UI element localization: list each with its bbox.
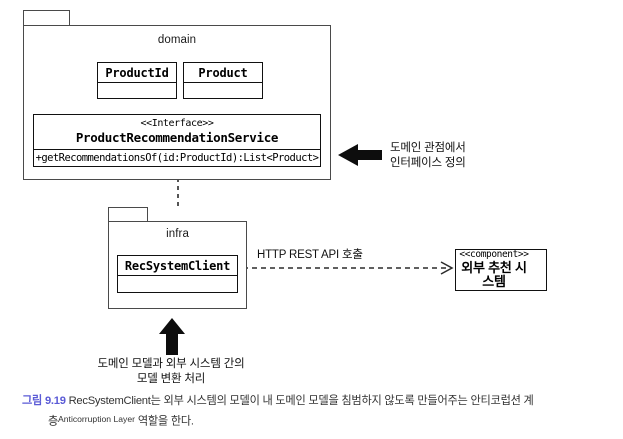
class-attributes-recsystemclient (118, 276, 237, 292)
class-name-product: Product (184, 63, 262, 83)
annotation-interface-line1: 도메인 관점에서 (390, 142, 466, 154)
infra-package-title: infra (166, 228, 189, 240)
component-box-external-recommendation-system[interactable]: <<component>> 외부 추천 시스템 (455, 249, 547, 291)
caption-line1-text: RecSystemClient는 외부 시스템의 모델이 내 도메인 모델을 침… (68, 395, 534, 407)
infra-package-tab (108, 207, 148, 221)
class-name-recsystemclient: RecSystemClient (118, 256, 237, 276)
component-stereotype: <<component>> (459, 249, 529, 261)
domain-package-tab (23, 10, 70, 25)
class-box-recsystemclient[interactable]: RecSystemClient (117, 255, 238, 293)
annotation-conversion-note: 도메인 모델과 외부 시스템 간의 모델 변환 처리 (46, 357, 296, 387)
interface-header: <<Interface>> ProductRecommendationServi… (34, 115, 320, 150)
interface-stereotype: <<Interface>> (140, 118, 214, 129)
caption-line2-suffix: 역할을 한다. (134, 415, 194, 428)
figure-caption: 그림 9.19 RecSystemClient는 외부 시스템의 모델이 내 도… (22, 392, 614, 431)
caption-line2: 층Anticorruption Layer 역할을 한다. (22, 410, 614, 431)
class-box-productid[interactable]: ProductId (97, 62, 177, 99)
caption-superscript: Anticorruption Layer (58, 414, 135, 424)
interface-box-productrecommendationservice[interactable]: <<Interface>> ProductRecommendationServi… (33, 114, 321, 167)
caption-line2-prefix: 층 (48, 415, 59, 428)
dependency-label: HTTP REST API 호출 (257, 249, 363, 261)
interface-operation: +getRecommendationsOf(id:ProductId):List… (35, 152, 319, 164)
component-name: 외부 추천 시스템 (461, 259, 527, 290)
class-box-product[interactable]: Product (183, 62, 263, 99)
domain-package-title: domain (157, 34, 197, 46)
class-name-productid: ProductId (98, 63, 176, 83)
annotation-interface-line2: 인터페이스 정의 (390, 157, 466, 169)
annotation-conversion-line1: 도메인 모델과 외부 시스템 간의 (97, 358, 245, 370)
dependency-arrowhead-icon (440, 261, 454, 275)
caption-label: 그림 9.19 (22, 395, 66, 407)
annotation-interface-note: 도메인 관점에서 인터페이스 정의 (390, 141, 466, 171)
component-labels: <<component>> 외부 추천 시스템 (456, 250, 532, 290)
interface-name: ProductRecommendationService (75, 130, 279, 145)
up-arrow-icon (159, 318, 185, 355)
annotation-conversion-line2: 모델 변환 처리 (136, 373, 206, 385)
left-arrow-icon (338, 144, 382, 166)
class-attributes-productid (98, 83, 176, 98)
class-attributes-product (184, 83, 262, 98)
